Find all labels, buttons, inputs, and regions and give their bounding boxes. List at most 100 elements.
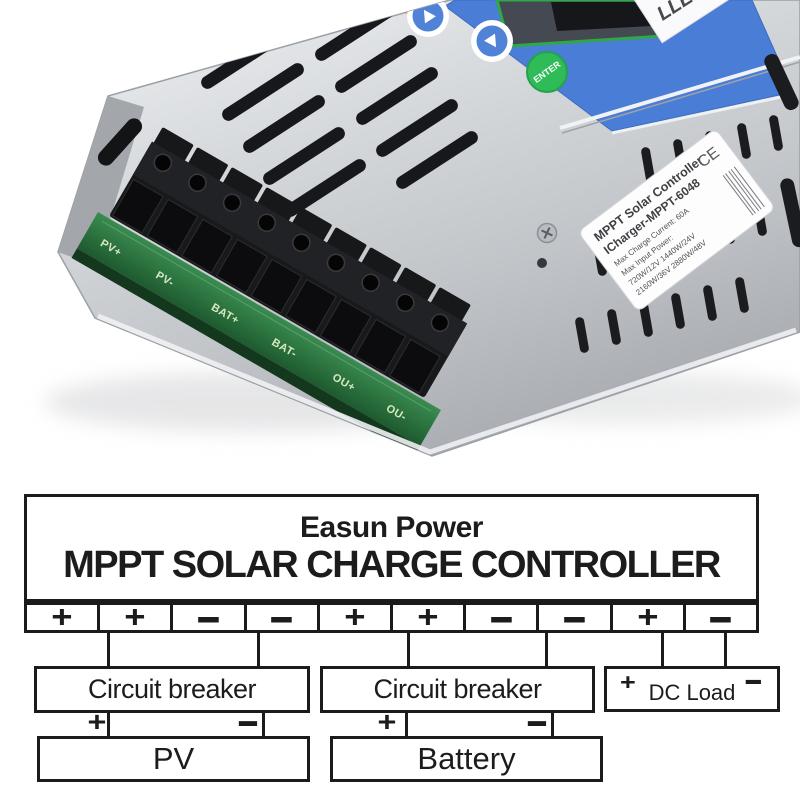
terminal-screw-hole (222, 193, 242, 213)
terminal-tooth (324, 227, 367, 265)
minus-symbol: - (742, 662, 763, 700)
diagram-title-brand: Easun Power (300, 510, 483, 544)
vent-slot (735, 277, 749, 313)
pcb-strip: PV+ PV- BAT+ BAT- OU+ OU- (71, 212, 441, 456)
terminal-cell-3: - (170, 594, 243, 640)
terminal-screw-hole (361, 273, 380, 293)
panel-edge-highlight (611, 92, 796, 135)
terminal-symbol: + (124, 599, 146, 635)
vent-slot (639, 301, 653, 337)
vent-slot (737, 123, 751, 159)
terminal-symbol: - (707, 591, 735, 643)
pv-circuit-breaker-label: Circuit breaker (87, 674, 257, 704)
battery-box: Battery (330, 736, 603, 782)
vent-slot (263, 127, 345, 185)
terminal-socket (250, 258, 303, 314)
case-ridge-shadow (561, 61, 800, 134)
pcb-trace (101, 220, 432, 412)
terminal-cell-8: - (536, 594, 609, 640)
lcd-display-inner (551, 2, 652, 31)
terminal-cell-6: + (390, 599, 463, 635)
vent-slot (97, 118, 143, 166)
wire (545, 633, 548, 667)
wire (262, 711, 265, 737)
wire (407, 633, 410, 667)
pv-label: PV (152, 741, 195, 776)
terminal-symbol: + (344, 599, 366, 635)
terminal-socket (285, 278, 337, 334)
down-button (471, 20, 513, 62)
screw (536, 222, 558, 268)
battery-minus: - (519, 701, 555, 742)
triangle-down-icon (484, 33, 497, 48)
terminal-cell-4: - (243, 594, 317, 640)
terminal-screw-hole (396, 293, 415, 313)
plus-symbol: + (87, 706, 107, 738)
enter-button-face (526, 51, 568, 93)
spec-label-bg (580, 130, 774, 310)
enter-button: ENTER (526, 51, 568, 93)
terminal-cell-9: + (609, 599, 683, 635)
terminal-symbol: - (561, 591, 589, 643)
wire (724, 633, 727, 667)
terminal-cell-2: + (97, 599, 170, 635)
terminal-socket (181, 218, 234, 274)
triangle-up-icon (423, 9, 436, 24)
terminal-tooth (186, 147, 228, 185)
vent-slot (575, 317, 589, 353)
terminal-symbol: - (195, 591, 222, 643)
pv-box: PV (37, 736, 310, 782)
vent-slot (641, 147, 655, 183)
vent-slot (671, 293, 685, 329)
vent-slot (335, 35, 417, 93)
terminal-tooth (290, 207, 332, 245)
wire (257, 633, 260, 667)
vent-slot (396, 131, 478, 189)
wire (107, 711, 110, 737)
terminal-tooth (393, 267, 436, 305)
terminal-socket (389, 338, 441, 394)
terminal-cell-7: - (463, 594, 536, 640)
pv-plus: + (79, 706, 115, 738)
terminal-symbol: + (51, 599, 73, 635)
top-sticker-bg (633, 0, 764, 44)
terminal-symbol: + (637, 599, 659, 635)
terminal-cell-10: - (682, 594, 756, 640)
pv-minus: - (230, 701, 266, 742)
terminal-socket (146, 198, 199, 254)
terminal-socket (215, 238, 268, 294)
pv-circuit-breaker-box: Circuit breaker (34, 666, 310, 713)
dc-load-box: DC Load (604, 666, 780, 712)
dc-load-minus: - (738, 664, 768, 698)
battery-circuit-breaker-label: Circuit breaker (373, 674, 542, 704)
terminal-socket (354, 318, 407, 374)
battery-circuit-breaker-box: Circuit breaker (320, 666, 595, 713)
dc-load-plus: + (613, 672, 643, 695)
vent-slot (284, 159, 366, 217)
minus-symbol: - (236, 698, 260, 745)
vent-slot (769, 115, 783, 151)
terminal-symbol: + (417, 599, 439, 635)
terminal-tooth (220, 167, 263, 205)
screw-slot (543, 227, 551, 239)
vent-slot (607, 309, 621, 345)
terminal-symbol: - (268, 591, 296, 643)
battery-label: Battery (417, 741, 516, 776)
wire (107, 633, 110, 667)
terminal-row: + + - - + + - - + - (24, 594, 759, 640)
wire (551, 711, 554, 737)
vent-slot (764, 53, 799, 111)
pcb-board (77, 212, 441, 447)
vent-slot (376, 99, 458, 157)
terminal-screw-hole (430, 313, 450, 333)
vent-slot (222, 63, 304, 121)
terminal-cell-1: + (27, 599, 97, 635)
case-ridge (559, 55, 800, 130)
minus-symbol: - (525, 698, 549, 745)
vent-slot (243, 95, 325, 153)
controller-box: Easun Power MPPT SOLAR CHARGE CONTROLLER (24, 494, 759, 602)
terminal-screw-hole (326, 253, 346, 273)
dc-load-label: DC Load (648, 680, 736, 705)
wire (405, 711, 408, 737)
